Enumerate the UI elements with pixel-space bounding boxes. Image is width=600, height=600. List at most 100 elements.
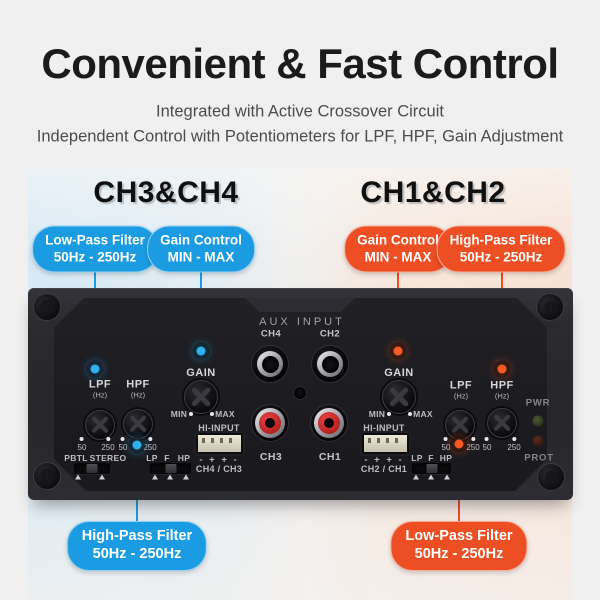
callout-title: High-Pass Filter	[449, 232, 553, 248]
power-led	[532, 415, 544, 427]
max-dot	[210, 412, 214, 416]
f-label-ch34: F	[164, 453, 170, 463]
hi-input-connector-ch34	[196, 433, 243, 454]
position-marker-triangle	[428, 474, 434, 480]
aux-ch4-label: CH4	[260, 328, 282, 340]
connector-dot-hpf-ch12	[497, 364, 507, 374]
callout-high-pass-filter-ch34: High-Pass Filter 50Hz - 250Hz	[66, 521, 208, 571]
section-label-ch1-ch2: CH1&CH2	[360, 176, 506, 209]
stereo-label: STEREO	[89, 453, 127, 463]
amplifier-panel: LPF (Hz) HPF (Hz) 50 250 50 250 PBTL STE…	[28, 288, 573, 500]
scale-mark: 50	[442, 437, 451, 452]
gain-knob-ch12	[382, 380, 416, 414]
callout-range: 50Hz - 250Hz	[53, 249, 137, 265]
scale-mark: 250	[101, 437, 114, 452]
rca-jack-ch3	[251, 404, 289, 442]
lpf-knob-ch12	[445, 410, 475, 440]
center-screw-hole	[293, 386, 307, 400]
callout-gain-control-ch34: Gain Control MIN - MAX	[147, 225, 255, 273]
connector-dot-lpf-ch34	[90, 364, 100, 374]
page-title: Convenient & Fast Control	[41, 40, 559, 87]
connector-dot-gain-ch12	[393, 346, 403, 356]
rca-jack-ch4	[251, 345, 289, 383]
gain-knob-ch34	[184, 380, 218, 414]
position-marker-triangle	[413, 474, 419, 480]
channel-pair-label-ch12: CH2 / CH1	[360, 464, 408, 474]
hp-label-ch34: HP	[177, 453, 191, 463]
hi-input-label-ch12: HI-INPUT	[363, 423, 405, 433]
protect-led	[532, 435, 544, 447]
callout-range: MIN - MAX	[167, 249, 235, 265]
screw-bottom-left	[33, 462, 61, 490]
panel-top-notch	[245, 298, 355, 312]
channel-pair-label-ch34: CH4 / CH3	[195, 464, 243, 474]
position-marker-triangle	[444, 474, 450, 480]
position-marker-triangle	[183, 474, 189, 480]
scale-mark: 250	[143, 437, 156, 452]
lpf-knob-ch34	[85, 410, 115, 440]
min-label-ch12: MIN	[368, 409, 386, 419]
rca-jack-ch2	[311, 345, 349, 383]
callout-low-pass-filter-ch34: Low-Pass Filter 50Hz - 250Hz	[32, 225, 158, 273]
gain-label-ch12: GAIN	[384, 367, 414, 379]
rca-jack-ch1	[310, 404, 348, 442]
lp-label-ch34: LP	[146, 453, 158, 463]
callout-range: 50Hz - 250Hz	[92, 546, 182, 562]
pbtl-stereo-switch	[74, 463, 110, 474]
polarity-label-ch12: - + + -	[364, 454, 404, 466]
callout-high-pass-filter-ch12: High-Pass Filter 50Hz - 250Hz	[436, 225, 566, 273]
callout-title: Gain Control	[160, 232, 242, 248]
scale-mark: 250	[507, 437, 520, 452]
scale-mark: 50	[483, 437, 492, 452]
polarity-label-ch34: - + + -	[199, 454, 239, 466]
position-marker-triangle	[99, 474, 105, 480]
callout-gain-control-ch12: Gain Control MIN - MAX	[344, 225, 452, 273]
crossover-switch-ch34	[150, 463, 191, 474]
rca-ch1-label: CH1	[318, 451, 342, 463]
lp-label-ch12: LP	[411, 453, 423, 463]
pbtl-label: PBTL	[64, 453, 88, 463]
f-label-ch12: F	[428, 453, 434, 463]
screw-top-right	[536, 293, 564, 321]
scale-mark: 250	[466, 437, 479, 452]
screw-bottom-right	[537, 463, 565, 491]
position-marker-triangle	[167, 474, 173, 480]
callout-title: Low-Pass Filter	[45, 232, 145, 248]
max-label-ch12: MAX	[413, 409, 433, 419]
hpf-knob-ch34	[123, 409, 153, 439]
hp-label-ch12: HP	[439, 453, 453, 463]
lpf-label-ch12: LPF (Hz)	[449, 379, 473, 401]
callout-range: 50Hz - 250Hz	[414, 546, 504, 562]
position-marker-triangle	[152, 474, 158, 480]
section-label-ch3-ch4: CH3&CH4	[93, 176, 239, 209]
hi-input-connector-ch12	[362, 433, 409, 454]
scale-mark: 50	[78, 437, 87, 452]
hpf-knob-ch12	[487, 408, 517, 438]
hi-input-label-ch34: HI-INPUT	[198, 423, 240, 433]
hpf-label-ch34: HPF (Hz)	[126, 378, 150, 400]
min-label-ch34: MIN	[170, 409, 188, 419]
callout-title: Low-Pass Filter	[405, 528, 513, 544]
screw-top-left	[33, 293, 61, 321]
subtitle-line-1: Integrated with Active Crossover Circuit	[156, 102, 444, 121]
connector-dot-gain-ch34	[196, 346, 206, 356]
crossover-switch-ch12	[412, 463, 451, 474]
callout-range: 50Hz - 250Hz	[459, 249, 543, 265]
max-label-ch34: MAX	[215, 409, 235, 419]
callout-range: MIN - MAX	[364, 249, 432, 265]
min-dot	[387, 412, 391, 416]
power-led-label: PWR	[525, 397, 551, 409]
connector-dot-hpf-ch34	[132, 440, 142, 450]
position-marker-triangle	[75, 474, 81, 480]
protect-led-label: PROT	[524, 452, 554, 464]
connector-dot-lpf-ch12	[454, 439, 464, 449]
hpf-label-ch12: HPF (Hz)	[490, 379, 514, 401]
callout-title: High-Pass Filter	[81, 528, 193, 544]
gain-label-ch34: GAIN	[186, 367, 216, 379]
aux-input-label: AUX INPUT	[259, 316, 345, 328]
lpf-label-ch34: LPF (Hz)	[88, 378, 112, 400]
aux-ch2-label: CH2	[319, 328, 341, 340]
subtitle-line-2: Independent Control with Potentiometers …	[36, 127, 564, 146]
callout-low-pass-filter-ch12: Low-Pass Filter 50Hz - 250Hz	[390, 521, 528, 571]
